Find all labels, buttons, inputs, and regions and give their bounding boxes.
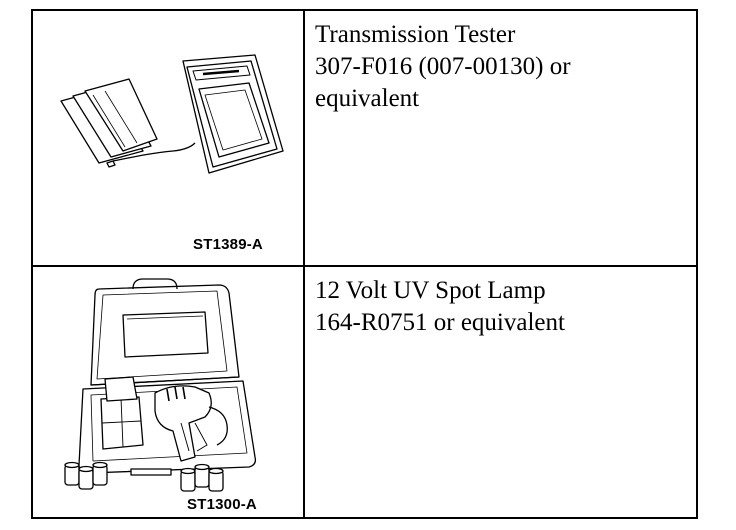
column-divider xyxy=(303,11,305,517)
uv-spot-lamp xyxy=(154,385,212,462)
cable-connector xyxy=(106,160,116,168)
case-label-plate xyxy=(122,311,209,358)
lamp-cord xyxy=(208,406,228,446)
tool-description: Transmission Tester 307-F016 (007-00130)… xyxy=(315,19,571,115)
overlay-card-3 xyxy=(84,78,158,152)
special-tools-table: ST1389-A Transmission Tester 307-F016 (0… xyxy=(31,9,698,519)
part-number: 164-R0751 or equivalent xyxy=(315,309,565,336)
dye-bottles-right xyxy=(180,463,224,492)
tool-illustration-cell: ST1389-A xyxy=(33,11,303,265)
tool-description: 12 Volt UV Spot Lamp 164-R0751 or equiva… xyxy=(315,275,565,339)
compartment-lid-flap xyxy=(104,376,138,402)
figure-reference: ST1389-A xyxy=(193,236,263,253)
row-divider xyxy=(33,265,696,267)
part-qualifier: equivalent xyxy=(315,85,420,112)
uv-lamp-kit-illustration xyxy=(64,278,257,492)
tool-description-cell: 12 Volt UV Spot Lamp 164-R0751 or equiva… xyxy=(305,267,696,519)
tester-cable xyxy=(112,142,196,162)
dye-bottles-left xyxy=(64,461,108,490)
tool-description-cell: Transmission Tester 307-F016 (007-00130)… xyxy=(305,11,696,265)
tester-screen xyxy=(198,82,270,158)
part-number: 307-F016 (007-00130) or xyxy=(315,53,571,80)
tool-illustration-cell: ST1300-A xyxy=(33,267,303,519)
transmission-tester-illustration xyxy=(60,54,284,174)
tool-name: 12 Volt UV Spot Lamp xyxy=(315,277,546,304)
case-latch xyxy=(130,468,172,476)
figure-reference: ST1300-A xyxy=(187,496,257,513)
tool-name: Transmission Tester xyxy=(315,21,516,48)
case-handle xyxy=(132,278,178,290)
